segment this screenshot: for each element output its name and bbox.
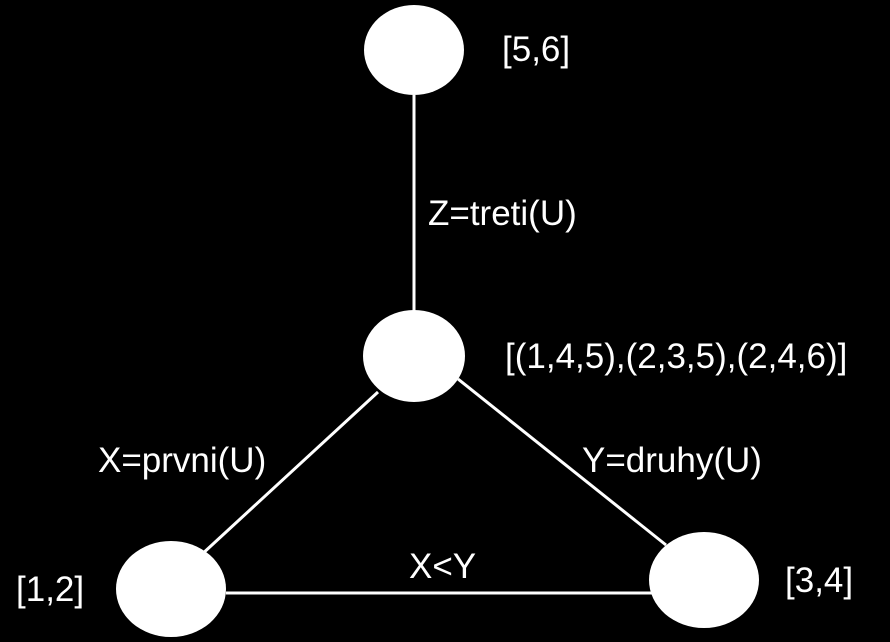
edge-center-right [457, 377, 667, 547]
edge-center-left-label: X=prvni(U) [98, 441, 266, 480]
node-right-label: [3,4] [785, 561, 853, 600]
node-right [649, 532, 759, 628]
edge-center-right-label: Y=druhy(U) [582, 441, 762, 480]
node-top-label: [5,6] [502, 30, 570, 69]
edge-left-right-label: X<Y [409, 547, 476, 586]
node-top [364, 5, 464, 95]
node-left-label: [1,2] [16, 570, 84, 609]
edge-top-center-label: Z=treti(U) [428, 194, 577, 233]
node-left [116, 541, 226, 637]
node-center [363, 310, 465, 402]
node-center-label: [(1,4,5),(2,3,5),(2,4,6)] [505, 337, 847, 376]
edge-center-left [198, 390, 380, 558]
